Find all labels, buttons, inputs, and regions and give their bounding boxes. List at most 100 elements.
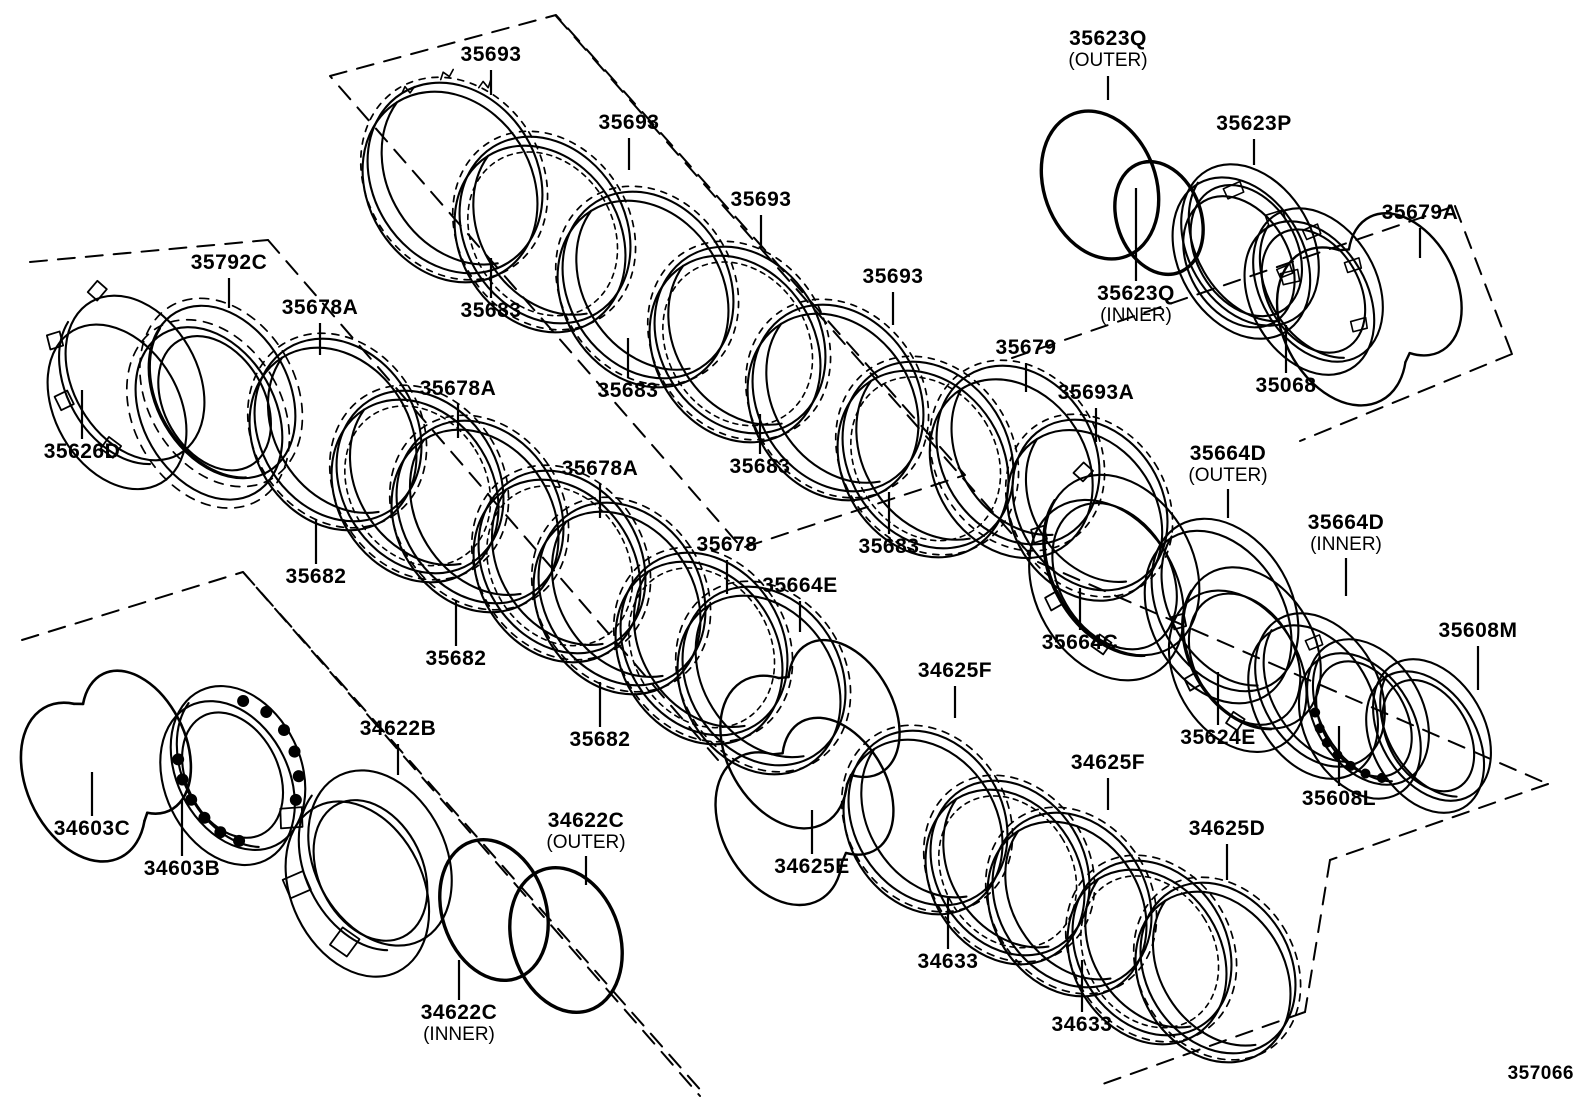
callout-35682[interactable]: 35682 (425, 647, 487, 671)
ring-35693-a (359, 68, 549, 284)
ring-35608M (1365, 658, 1492, 814)
ring-35679 (928, 359, 1106, 560)
ring-34633-b (1064, 854, 1238, 1046)
callout-35678A[interactable]: 35678A (282, 296, 359, 320)
part-number: 35682 (285, 565, 347, 588)
snapring-34625E (714, 716, 895, 907)
part-number: 35693 (598, 111, 660, 134)
ring-35678A-c (530, 496, 712, 696)
part-number: 34633 (917, 950, 979, 973)
callout-35678A[interactable]: 35678A (420, 377, 497, 401)
callout-35679[interactable]: 35679 (995, 336, 1057, 360)
ring-35693-c (744, 298, 930, 502)
callout-35693A[interactable]: 35693A (1057, 381, 1135, 405)
snapring-35679A (1275, 212, 1463, 407)
callout-35682[interactable]: 35682 (285, 565, 347, 589)
part-number: 35678A (561, 457, 639, 480)
callout-35682[interactable]: 35682 (569, 728, 631, 752)
oring-34622C-inner (438, 837, 550, 983)
callout-35679A[interactable]: 35679A (1381, 201, 1459, 225)
group-outline-lower-right (1099, 859, 1331, 1086)
group-outline-upper-right (1011, 205, 1513, 442)
callout-35664C[interactable]: 35664C (1041, 631, 1119, 655)
ring-34625F-b (984, 806, 1158, 998)
callout-35693[interactable]: 35693 (598, 111, 660, 135)
ring-35693-b (554, 185, 740, 389)
callout-34625F[interactable]: 34625F (1071, 751, 1145, 775)
part-number: 35679 (995, 336, 1057, 359)
part-number: 35693A (1057, 381, 1135, 404)
part-qualifier: (OUTER) (546, 831, 626, 853)
part-number: 34622C (547, 809, 625, 832)
part-number: 35682 (425, 647, 487, 670)
part-number: 35792C (190, 251, 268, 274)
part-number: 35683 (858, 535, 920, 558)
part-number: 35623Q (1069, 27, 1147, 50)
ring-35683-b (646, 240, 832, 444)
callout-35068[interactable]: 35068 (1256, 374, 1317, 398)
spring-35608L (1297, 638, 1430, 800)
callout-34622C-outer[interactable]: 34622C(OUTER) (546, 809, 626, 853)
drum-34622B (279, 769, 453, 978)
callout-35683[interactable]: 35683 (597, 379, 659, 403)
drum-35664C (1028, 461, 1201, 682)
piston-35623P (1171, 163, 1320, 340)
ring-34625F-a (840, 724, 1014, 916)
callout-34622C-inner[interactable]: 34622C(INNER) (421, 1001, 498, 1045)
part-number: 35623P (1216, 112, 1292, 135)
callout-34603B[interactable]: 34603B (144, 857, 221, 881)
part-number: 35626D (43, 440, 121, 463)
callout-35626D[interactable]: 35626D (43, 440, 121, 464)
diagram-id-number: 357066 (1507, 1063, 1574, 1084)
callout-35792C[interactable]: 35792C (190, 251, 268, 275)
ring-34625D (1132, 876, 1302, 1064)
callout-35664D-inner[interactable]: 35664D(INNER) (1308, 511, 1385, 555)
ring-35683-a (451, 130, 637, 334)
callout-35678[interactable]: 35678 (697, 533, 758, 557)
oring-35623Q-outer (1039, 109, 1161, 261)
part-qualifier: (INNER) (1100, 304, 1172, 326)
leader-lines (80, 70, 1480, 1012)
part-number: 35623Q (1097, 282, 1175, 305)
callout-35664E[interactable]: 35664E (762, 574, 837, 598)
callout-34622B[interactable]: 34622B (359, 717, 437, 741)
callout-35683[interactable]: 35683 (461, 299, 522, 323)
callout-34633[interactable]: 34633 (1052, 1013, 1113, 1037)
oring-34622C-outer (508, 865, 624, 1015)
group-outline-right-middle (1037, 561, 1549, 861)
callout-35678A[interactable]: 35678A (561, 457, 639, 481)
part-number: 35682 (569, 728, 631, 751)
callout-35608M[interactable]: 35608M (1439, 619, 1518, 643)
ring-35682-a (328, 384, 510, 584)
callout-34603C[interactable]: 34603C (53, 817, 131, 841)
callout-35623P[interactable]: 35623P (1216, 112, 1292, 136)
part-number: 35679A (1381, 201, 1459, 224)
ring-35664D-outer (1143, 517, 1300, 705)
callout-35624E[interactable]: 35624E (1180, 726, 1255, 750)
callout-34625E[interactable]: 34625E (774, 855, 850, 879)
part-number: 34625E (774, 855, 850, 878)
callout-35683[interactable]: 35683 (730, 455, 791, 479)
callout-35623Q-outer[interactable]: 35623Q(OUTER) (1068, 27, 1148, 71)
callout-35693[interactable]: 35693 (863, 265, 924, 289)
part-qualifier: (OUTER) (1068, 49, 1148, 71)
ring-35068 (1243, 207, 1384, 376)
callout-34633[interactable]: 34633 (917, 950, 979, 974)
part-number: 34622B (359, 717, 437, 740)
part-number: 34603C (53, 817, 131, 840)
callout-35664D-outer[interactable]: 35664D(OUTER) (1188, 442, 1267, 486)
callout-35623Q-inner[interactable]: 35623Q(INNER) (1097, 282, 1175, 326)
callout-34625F[interactable]: 34625F (918, 659, 992, 683)
snapring-34603C (19, 669, 193, 863)
callout-35693[interactable]: 35693 (461, 43, 522, 67)
part-number: 35683 (597, 379, 659, 402)
part-number: 35664C (1041, 631, 1119, 654)
part-number: 35664D (1189, 442, 1267, 465)
callout-35683[interactable]: 35683 (858, 535, 920, 559)
callout-35608L[interactable]: 35608L (1301, 787, 1377, 811)
part-number: 35608L (1301, 787, 1377, 810)
callout-34625D[interactable]: 34625D (1189, 817, 1266, 841)
group-outline-upper-left (329, 14, 966, 549)
callout-35693[interactable]: 35693 (731, 188, 792, 212)
